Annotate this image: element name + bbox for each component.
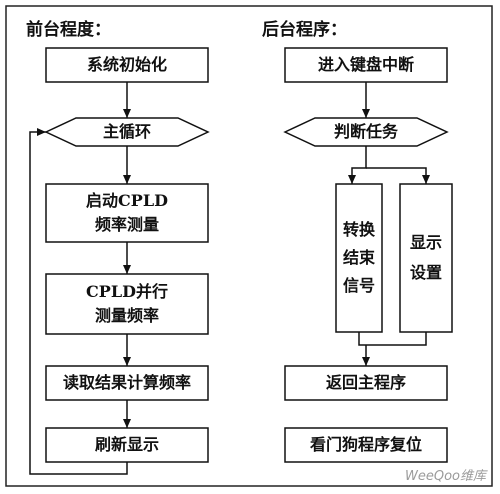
background-title: 后台程序：: [262, 20, 347, 40]
box-refresh: [45, 427, 209, 463]
box-start-cpld: [45, 183, 209, 243]
diamond-judge-task: [283, 117, 449, 147]
loop-back-line: [29, 128, 128, 475]
box-watchdog: [284, 427, 448, 463]
box-return-main: [284, 365, 448, 401]
diamond-main-loop: [44, 117, 210, 147]
watermark: WeeQoo维库: [405, 469, 486, 484]
box-display-setting: [399, 183, 453, 333]
outer-frame: [5, 5, 493, 487]
box-system-init: [45, 47, 209, 83]
box-cpld-parallel: [45, 273, 209, 335]
box-convert-signal: [335, 183, 383, 333]
box-read-result: [45, 365, 209, 401]
box-enter-interrupt: [284, 47, 448, 83]
foreground-title: 前台程度：: [26, 20, 111, 40]
